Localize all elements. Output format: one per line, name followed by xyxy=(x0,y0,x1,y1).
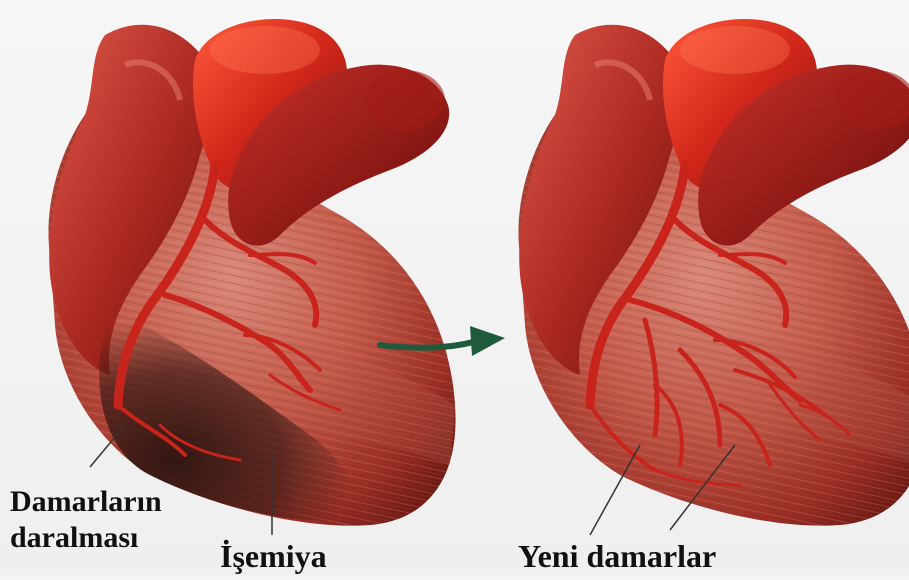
new-vessels-label: Yeni damarlar xyxy=(518,540,716,572)
narrowing-label-line2: daralması xyxy=(10,523,138,553)
heart-left xyxy=(48,19,455,535)
ischemia-label: İşemiya xyxy=(220,540,327,572)
heart-right xyxy=(518,19,909,535)
narrowing-label-line1: Damarların xyxy=(10,487,162,517)
